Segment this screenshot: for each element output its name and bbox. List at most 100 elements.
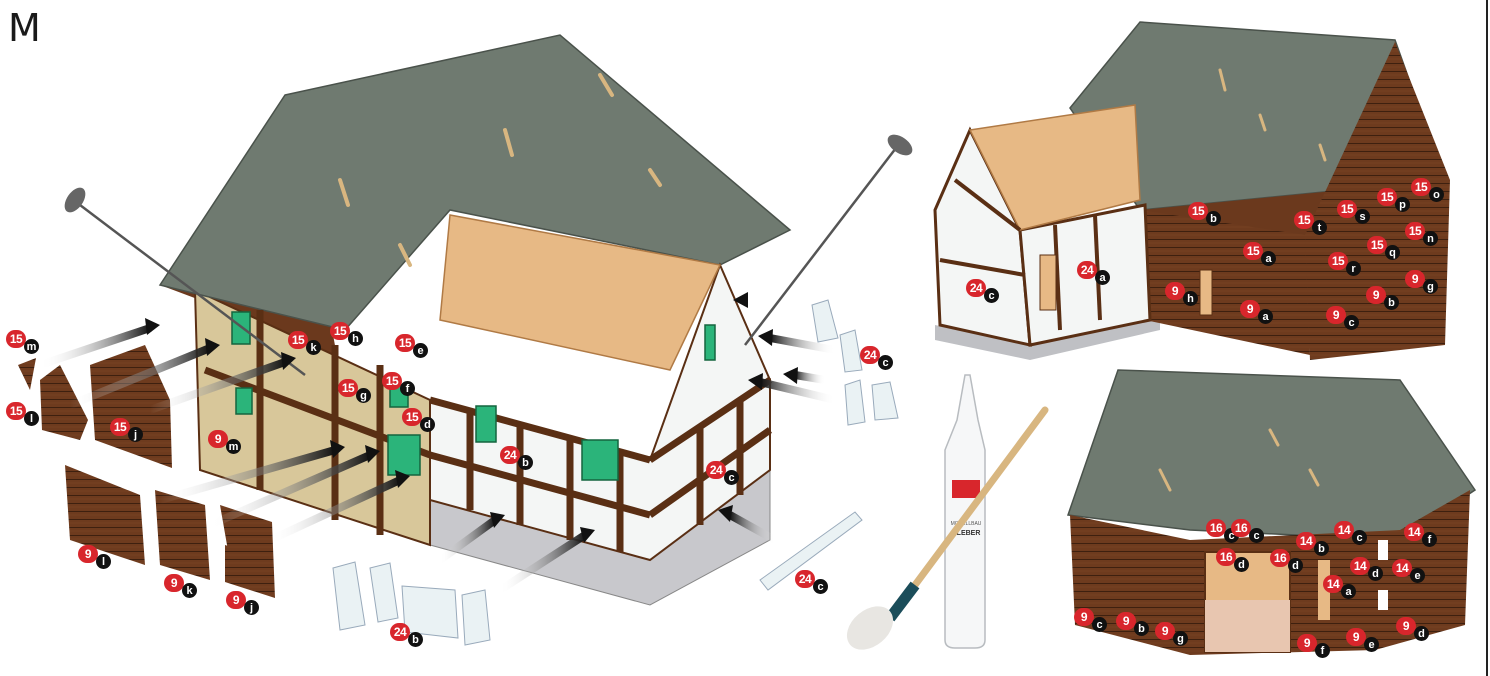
- part-number: 16: [1270, 549, 1290, 567]
- paint-brush: [839, 410, 1045, 659]
- part-letter: h: [348, 331, 363, 346]
- part-number: 15: [338, 379, 358, 397]
- part-number: 9: [1405, 270, 1425, 288]
- part-letter: b: [1206, 211, 1221, 226]
- part-number: 9: [1396, 617, 1416, 635]
- part-number: 14: [1404, 523, 1424, 541]
- part-number: 24: [795, 570, 815, 588]
- part-number: 16: [1206, 519, 1226, 537]
- part-callout: 9a: [1240, 294, 1273, 318]
- part-number: 9: [1074, 608, 1094, 626]
- glue-bottle: MODELLBAU KLEBER: [945, 375, 985, 648]
- window: [388, 435, 420, 475]
- part-callout: 15b: [1188, 196, 1221, 220]
- window: [582, 440, 618, 480]
- part-letter: a: [1258, 309, 1273, 324]
- part-number: 15: [1367, 236, 1387, 254]
- part-letter: c: [1344, 315, 1359, 330]
- block-24b: [370, 563, 398, 622]
- part-number: 15: [6, 330, 26, 348]
- part-number: 16: [1231, 519, 1251, 537]
- part-callout: 15d: [402, 402, 435, 426]
- part-number: 9: [1165, 282, 1185, 300]
- part-letter: c: [813, 579, 828, 594]
- part-number: 9: [208, 430, 228, 448]
- part-letter: c: [878, 355, 893, 370]
- part-letter: b: [1134, 621, 1149, 636]
- part-number: 9: [1155, 622, 1175, 640]
- part-letter: f: [400, 381, 415, 396]
- part-callout: 9f: [1297, 628, 1330, 652]
- part-letter: p: [1395, 197, 1410, 212]
- part-letter: a: [1261, 251, 1276, 266]
- part-letter: q: [1385, 245, 1400, 260]
- part-number: 15: [330, 322, 350, 340]
- part-number: 9: [1366, 286, 1386, 304]
- part-number: 9: [1240, 300, 1260, 318]
- part-number: 9: [164, 574, 184, 592]
- part-letter: b: [1314, 541, 1329, 556]
- part-letter: c: [1352, 530, 1367, 545]
- part-letter: e: [1364, 637, 1379, 652]
- part-letter: h: [1183, 291, 1198, 306]
- part-letter: a: [1341, 584, 1356, 599]
- part-number: 15: [1337, 200, 1357, 218]
- part-number: 9: [226, 591, 246, 609]
- part-callout: 24c: [966, 273, 999, 297]
- part-letter: l: [24, 411, 39, 426]
- panel-9k: [155, 490, 210, 580]
- part-letter: d: [1368, 566, 1383, 581]
- part-letter: r: [1346, 261, 1361, 276]
- part-letter: n: [1423, 231, 1438, 246]
- part-callout: 15m: [6, 324, 39, 348]
- part-letter: j: [244, 600, 259, 615]
- part-number: 9: [1297, 634, 1317, 652]
- part-number: 14: [1392, 559, 1412, 577]
- part-letter: c: [984, 288, 999, 303]
- part-number: 24: [1077, 261, 1097, 279]
- block-24c: [840, 330, 862, 372]
- part-number: 15: [1328, 252, 1348, 270]
- block-24c: [872, 382, 898, 420]
- part-letter: m: [24, 339, 39, 354]
- part-letter: e: [1410, 568, 1425, 583]
- block-24b: [462, 590, 490, 645]
- part-callout: 15g: [338, 373, 371, 397]
- part-number: 9: [1116, 612, 1136, 630]
- part-callout: 15e: [395, 328, 428, 352]
- part-number: 24: [706, 461, 726, 479]
- window: [476, 406, 496, 442]
- window: [705, 325, 715, 360]
- part-number: 15: [6, 402, 26, 420]
- part-number: 14: [1323, 575, 1343, 593]
- window: [236, 388, 252, 414]
- part-number: 24: [966, 279, 986, 297]
- part-callout: 15o: [1411, 172, 1444, 196]
- part-number: 15: [1243, 242, 1263, 260]
- part-number: 9: [78, 545, 98, 563]
- part-callout: 9c: [1326, 300, 1359, 324]
- finished-house-rear: [935, 22, 1450, 360]
- part-number: 15: [1405, 222, 1425, 240]
- part-callout: 24c: [706, 455, 739, 479]
- part-letter: c: [724, 470, 739, 485]
- part-callout: 15n: [1405, 216, 1438, 240]
- part-number: 24: [500, 446, 520, 464]
